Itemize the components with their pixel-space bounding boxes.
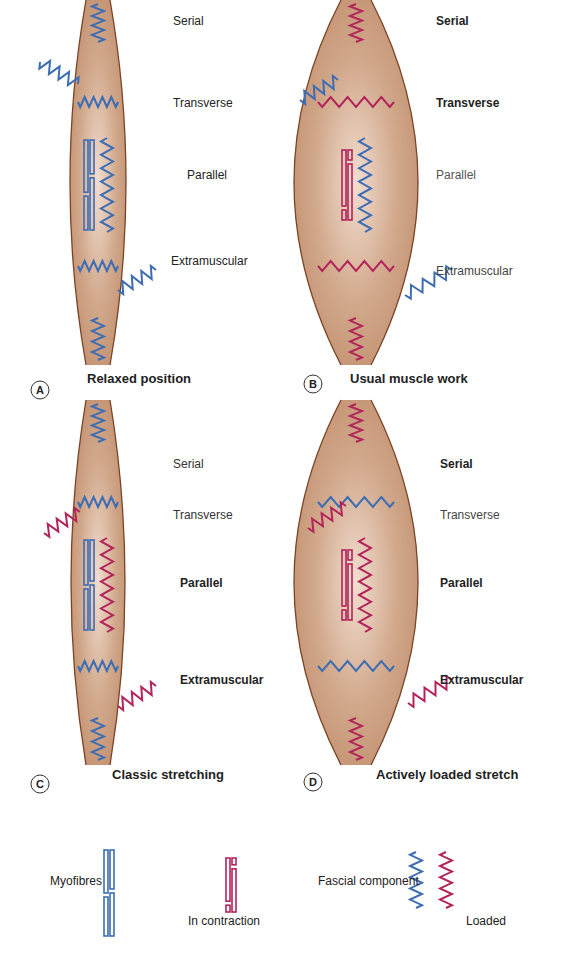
panel-letter: D [303, 772, 323, 792]
panel-caption: Classic stretching [112, 768, 224, 782]
muscle-belly [71, 400, 125, 765]
myofibre [348, 150, 352, 160]
muscle-outline [110, 0, 126, 365]
component-label: Extramuscular [440, 673, 523, 687]
component-label: Serial [436, 14, 469, 28]
fascial-spring [318, 661, 394, 671]
fascial-spring [118, 682, 156, 710]
panel-caption: Relaxed position [87, 372, 191, 386]
muscle-outline [371, 0, 418, 365]
fascial-spring [78, 497, 118, 507]
myofibre [348, 550, 352, 560]
myofibre [90, 140, 94, 174]
component-label: Parallel [436, 168, 476, 182]
fascial-spring [78, 661, 118, 671]
fascial-spring [350, 318, 362, 360]
fascial-spring [92, 404, 104, 442]
myofibre [90, 178, 94, 230]
component-label: Parallel [440, 576, 483, 590]
fascial-spring [318, 497, 394, 507]
fascial-spring [318, 261, 394, 271]
myofibre [90, 585, 94, 630]
myofibre [342, 210, 346, 220]
fascial-spring [39, 61, 78, 85]
myofibre [348, 164, 352, 220]
myofibre [84, 540, 88, 585]
panel-letter-circle: B [303, 374, 323, 394]
muscle-belly [294, 0, 418, 365]
component-label: Extramuscular [180, 673, 263, 687]
panel-letter: B [303, 374, 323, 394]
myofibre [342, 610, 346, 620]
fascial-spring [92, 718, 104, 760]
muscle-outline [371, 400, 418, 765]
fascial-spring [308, 502, 346, 532]
circle-shape [31, 381, 49, 399]
component-label: Serial [173, 457, 204, 471]
fascial-spring [44, 508, 80, 537]
component-label: Parallel [187, 168, 227, 182]
component-label: Transverse [173, 96, 233, 110]
myofibre [348, 564, 352, 620]
muscle-belly [294, 400, 418, 765]
legend-text: In contraction [188, 914, 260, 928]
fascial-spring [350, 718, 362, 760]
panel-letter: C [30, 774, 50, 794]
legend-text: Myofibres [50, 874, 102, 888]
muscle-outline [294, 400, 341, 765]
fascial-spring [78, 261, 118, 271]
myofibre [104, 850, 108, 893]
panel-letter: A [30, 380, 50, 400]
fascial-spring [300, 76, 338, 104]
fascial-spring [350, 4, 362, 42]
fascial-spring [318, 97, 394, 107]
panel-letter-circle: C [30, 774, 50, 794]
circle-shape [304, 773, 322, 791]
myofibre [342, 550, 346, 606]
myofibre [84, 140, 88, 192]
circle-shape [31, 775, 49, 793]
myofibre [232, 869, 236, 912]
component-label: Serial [440, 457, 473, 471]
fascial-spring [101, 138, 113, 232]
fascial-spring [350, 404, 362, 442]
panel-caption: Usual muscle work [350, 372, 468, 386]
myofibre [342, 150, 346, 206]
panel-letter-circle: A [30, 380, 50, 400]
component-label: Parallel [180, 576, 223, 590]
myofibre [104, 897, 108, 936]
myofibre [84, 196, 88, 230]
myofibre [232, 858, 236, 865]
panel-caption: Actively loaded stretch [376, 768, 518, 782]
component-label: Extramuscular [171, 254, 248, 268]
fascial-spring [101, 538, 113, 632]
myofibre [110, 850, 114, 889]
legend-text: Loaded [466, 914, 506, 928]
fascial-spring [440, 852, 452, 908]
component-label: Transverse [436, 96, 499, 110]
muscle-outline [294, 0, 341, 365]
fascial-spring [118, 266, 156, 294]
myofibre [226, 905, 230, 912]
myofibre [84, 589, 88, 630]
fascial-spring [92, 318, 104, 360]
legend-text: Fascial component [318, 874, 419, 888]
fascial-spring [92, 4, 104, 42]
fascial-spring [359, 138, 371, 232]
myofibre [110, 893, 114, 936]
myofibre [226, 858, 230, 901]
component-label: Extramuscular [436, 264, 513, 278]
muscle-belly [70, 0, 126, 365]
myofibre [90, 540, 94, 581]
circle-shape [304, 375, 322, 393]
fascial-spring [359, 538, 371, 632]
component-label: Transverse [440, 508, 500, 522]
panel-letter-circle: D [303, 772, 323, 792]
component-label: Transverse [173, 508, 233, 522]
component-label: Serial [173, 14, 204, 28]
fascial-spring [78, 97, 118, 107]
